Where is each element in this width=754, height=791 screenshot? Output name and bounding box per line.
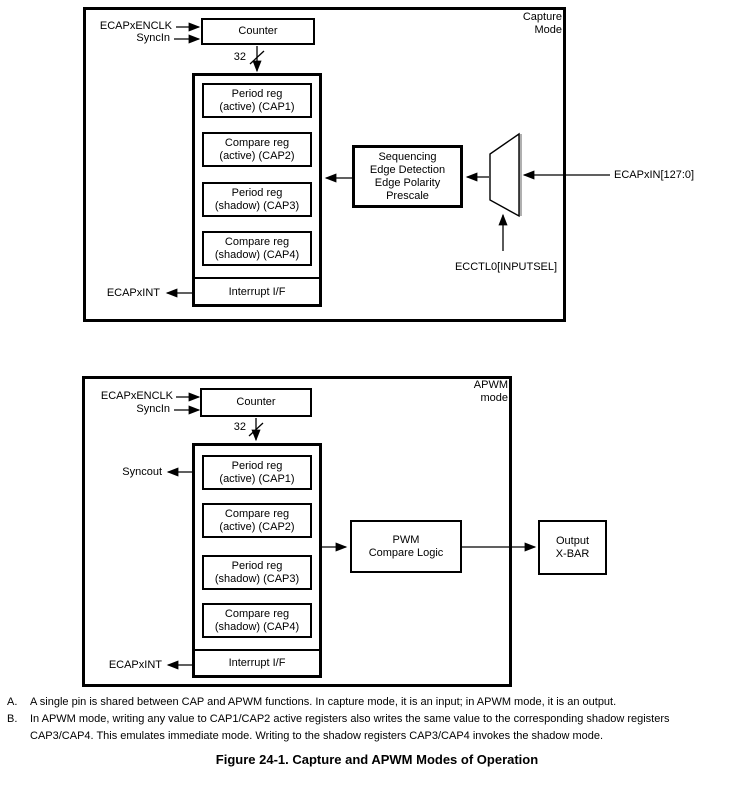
apwm-ecapxint-label: ECAPxINT: [108, 659, 162, 671]
capture-inputsel-label: ECCTL0[INPUTSEL]: [454, 261, 558, 273]
footnote-b-text: In APWM mode, writing any value to CAP1/…: [30, 713, 670, 742]
capture-enclk-label: ECAPxENCLK: [99, 20, 172, 32]
capture-reg-cap3: Period reg (shadow) (CAP3): [202, 182, 312, 217]
capture-reg-cap2: Compare reg (active) (CAP2): [202, 132, 312, 167]
capture-mode-label: Capture Mode: [522, 11, 562, 36]
apwm-enclk-label: ECAPxENCLK: [100, 390, 173, 402]
apwm-counter-box: Counter: [200, 388, 312, 417]
capture-ecapxint-label: ECAPxINT: [106, 287, 160, 299]
capture-interrupt-label: Interrupt I/F: [228, 286, 286, 298]
apwm-reg-cap3: Period reg (shadow) (CAP3): [202, 555, 312, 590]
capture-counter-box: Counter: [201, 18, 315, 45]
capture-syncin-label: SyncIn: [136, 32, 170, 44]
footnote-a-marker: A.: [7, 696, 18, 708]
capture-reg-cap1: Period reg (active) (CAP1): [202, 83, 312, 118]
apwm-interrupt-label: Interrupt I/F: [228, 657, 286, 669]
footnote-b-marker: B.: [7, 713, 18, 725]
apwm-pwm-logic-box: PWM Compare Logic: [350, 520, 462, 573]
apwm-reg-cap1: Period reg (active) (CAP1): [202, 455, 312, 490]
apwm-reg-cap2: Compare reg (active) (CAP2): [202, 503, 312, 538]
capture-mode-frame: [83, 7, 566, 322]
apwm-reg-cap4: Compare reg (shadow) (CAP4): [202, 603, 312, 638]
apwm-syncout-label: Syncout: [122, 466, 162, 478]
capture-reg-cap4: Compare reg (shadow) (CAP4): [202, 231, 312, 266]
apwm-interrupt-divider: [192, 649, 322, 651]
apwm-output-xbar-box: Output X-BAR: [538, 520, 607, 575]
apwm-bus-width-label: 32: [233, 421, 246, 433]
capture-bus-width-label: 32: [233, 51, 246, 63]
footnote-a-text: A single pin is shared between CAP and A…: [30, 696, 617, 708]
capture-ecapxin-label: ECAPxIN[127:0]: [614, 169, 695, 181]
apwm-mode-label: APWM mode: [473, 379, 508, 404]
apwm-syncin-label: SyncIn: [136, 403, 170, 415]
capture-interrupt-divider: [192, 277, 322, 279]
capture-sequencing-box: Sequencing Edge Detection Edge Polarity …: [352, 145, 463, 208]
figure-caption: Figure 24-1. Capture and APWM Modes of O…: [215, 752, 539, 767]
